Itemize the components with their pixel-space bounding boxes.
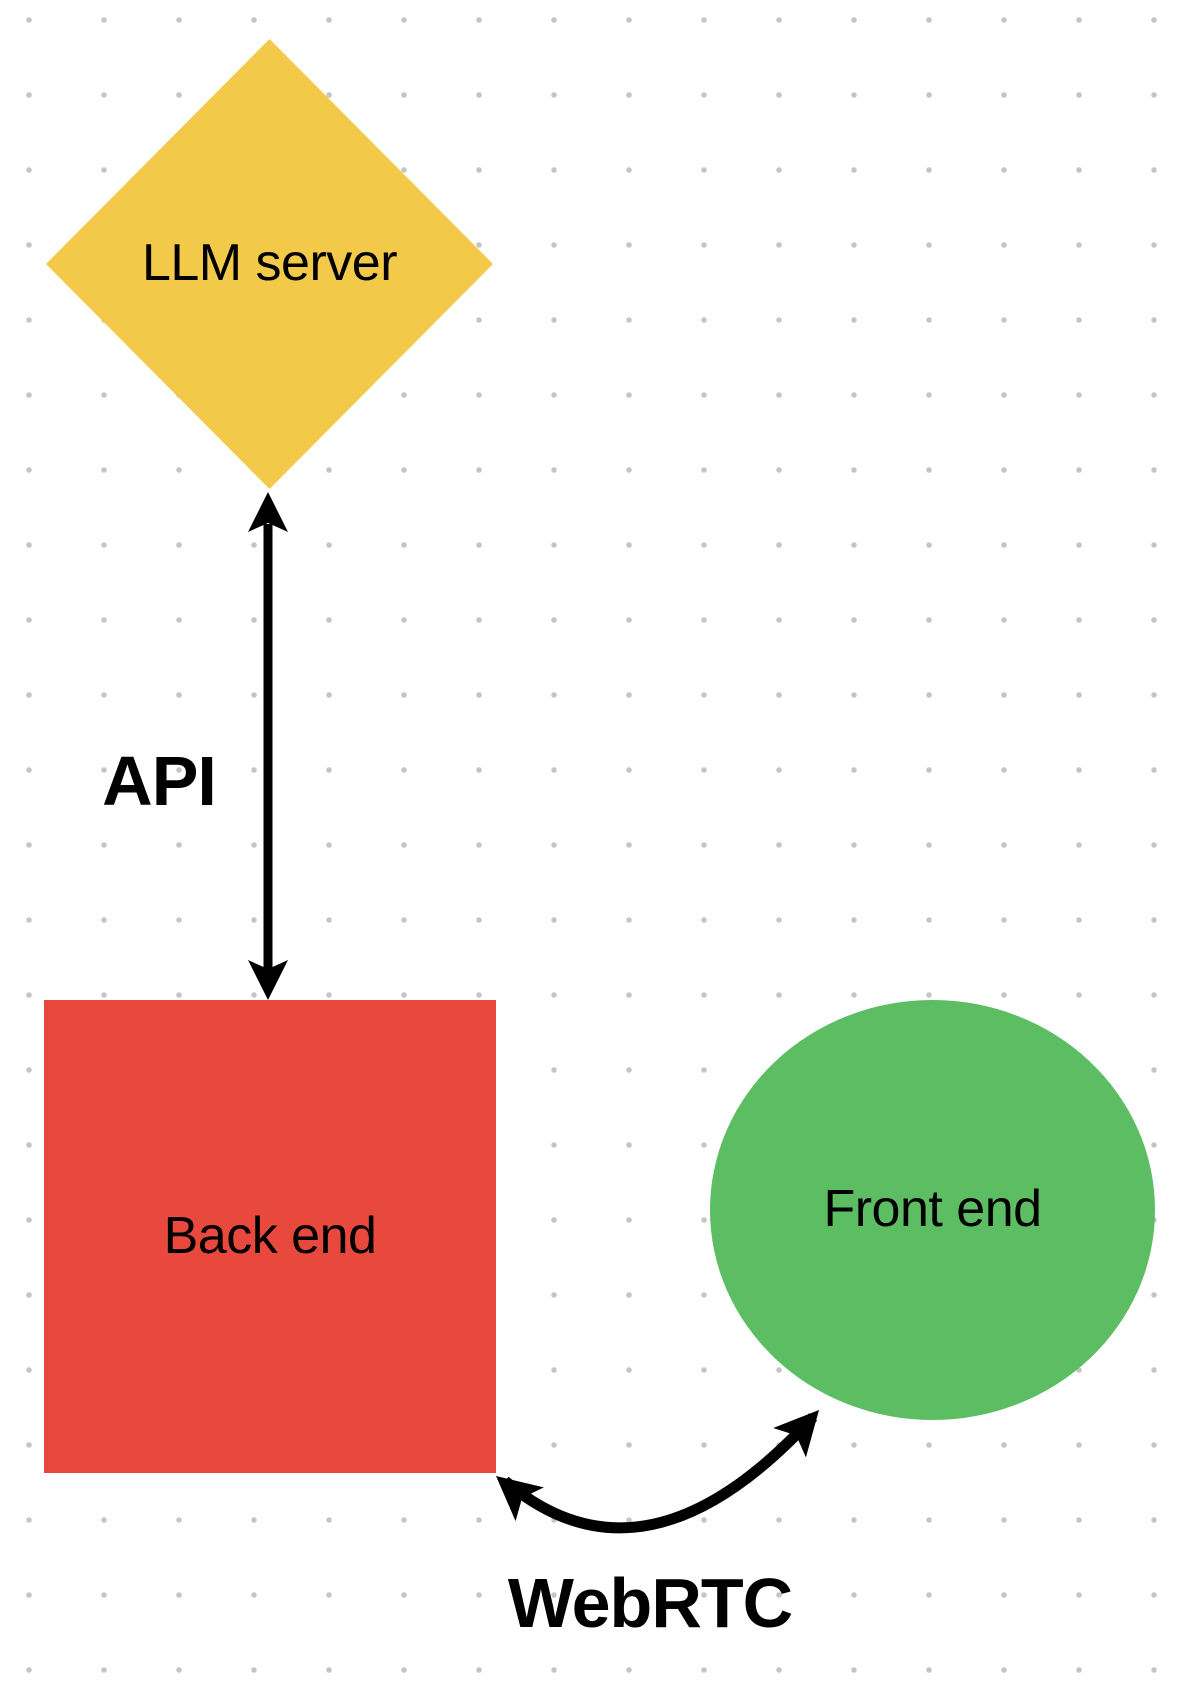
node-llm-server[interactable]: LLM server: [46, 39, 493, 489]
api-arrow[interactable]: [248, 492, 288, 1000]
webrtc-arrow[interactable]: [481, 1395, 836, 1534]
arrowhead-up-icon: [248, 492, 288, 532]
arrowhead-down-icon: [248, 960, 288, 1000]
api-label[interactable]: API: [102, 742, 217, 820]
node-back-end[interactable]: Back end: [44, 1000, 496, 1473]
node-front-end-label: Front end: [823, 1180, 1042, 1239]
node-front-end[interactable]: Front end: [710, 1000, 1155, 1420]
arrowhead-upright-icon: [773, 1395, 836, 1458]
webrtc-label[interactable]: WebRTC: [507, 1564, 793, 1642]
webrtc-arrow-shaft: [501, 1413, 818, 1534]
node-back-end-label: Back end: [163, 1206, 377, 1265]
node-llm-server-label: LLM server: [141, 234, 398, 293]
